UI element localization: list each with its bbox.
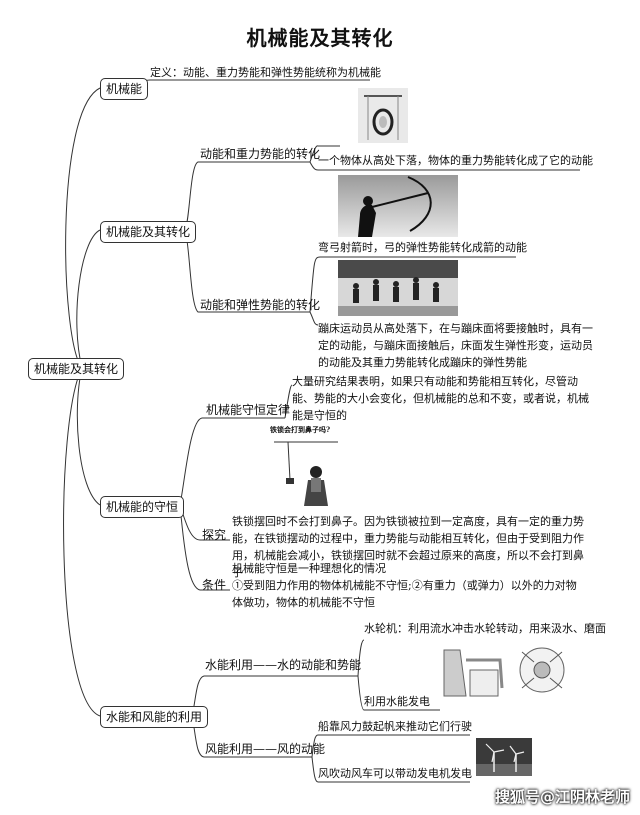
label-water-use: 水能利用——水的动能和势能 [205, 658, 362, 672]
text-condition-ideal: 机械能守恒是一种理想化的情况 [232, 562, 386, 575]
wind-turbine-image [476, 738, 532, 776]
archery-image [338, 175, 458, 237]
connector-root-conservation [76, 367, 101, 506]
connector-root-mech [65, 87, 101, 369]
node-water-wind: 水能和风能的利用 [100, 706, 209, 728]
text-bow: 弯弓射箭时，弓的弹性势能转化成箭的动能 [318, 241, 527, 254]
trampoline-image [338, 260, 458, 316]
falling-object-image [358, 88, 408, 143]
text-hydropower: 利用水能发电 [364, 695, 430, 708]
label-condition: 条件 [202, 578, 227, 592]
label-kinetic-gravity: 动能和重力势能的转化 [200, 147, 321, 161]
node-mech-energy: 机械能 [100, 78, 149, 100]
connector-root-conversion [76, 229, 101, 369]
text-wind-power: 风吹动风车可以带动发电机发电 [318, 767, 472, 780]
connector-root-water-wind [63, 367, 101, 717]
text-kinetic-gravity: 一个物体从高处下落，物体的重力势能转化成了它的动能 [318, 154, 593, 167]
label-conservation-law: 机械能守恒定律 [206, 403, 291, 417]
text-condition-detail: ①受到阻力作用的物体机械能不守恒;②有重力（或弹力）以外的力对物体做功，物体的机… [232, 579, 577, 609]
root-node: 机械能及其转化 [28, 358, 125, 380]
label-kinetic-elastic: 动能和弹性势能的转化 [200, 298, 321, 312]
text-conservation-law: 大量研究结果表明，如果只有动能和势能相互转化，尽管动能、势能的大小会变化，但机械… [292, 375, 589, 422]
text-trampoline: 蹦床运动员从高处落下，在与蹦床面将要接触时，具有一定的动能，与蹦床面接触后，床面… [318, 322, 593, 369]
node-conservation: 机械能的守恒 [100, 496, 185, 518]
iron-lock-caption: 铁锁会打到鼻子吗? [270, 425, 331, 434]
mech-energy-definition: 定义：动能、重力势能和弹性势能统称为机械能 [150, 66, 381, 79]
label-explore: 探究 [202, 528, 227, 542]
text-water-wheel: 水轮机：利用流水冲击水轮转动，用来汲水、磨面 [364, 622, 606, 635]
node-conversion: 机械能及其转化 [100, 221, 197, 243]
hydropower-image [440, 640, 580, 702]
iron-lock-image [268, 422, 348, 508]
text-sail: 船靠风力鼓起帆来推动它们行驶 [318, 720, 472, 733]
text-explore: 铁锁摆回时不会打到鼻子。因为铁锁被拉到一定高度，具有一定的重力势能，在铁锁摆动的… [232, 515, 584, 579]
page-title: 机械能及其转化 [246, 26, 394, 50]
label-wind-use: 风能利用——风的动能 [205, 742, 326, 756]
watermark: 搜狐号@江阴林老师 [494, 788, 630, 806]
